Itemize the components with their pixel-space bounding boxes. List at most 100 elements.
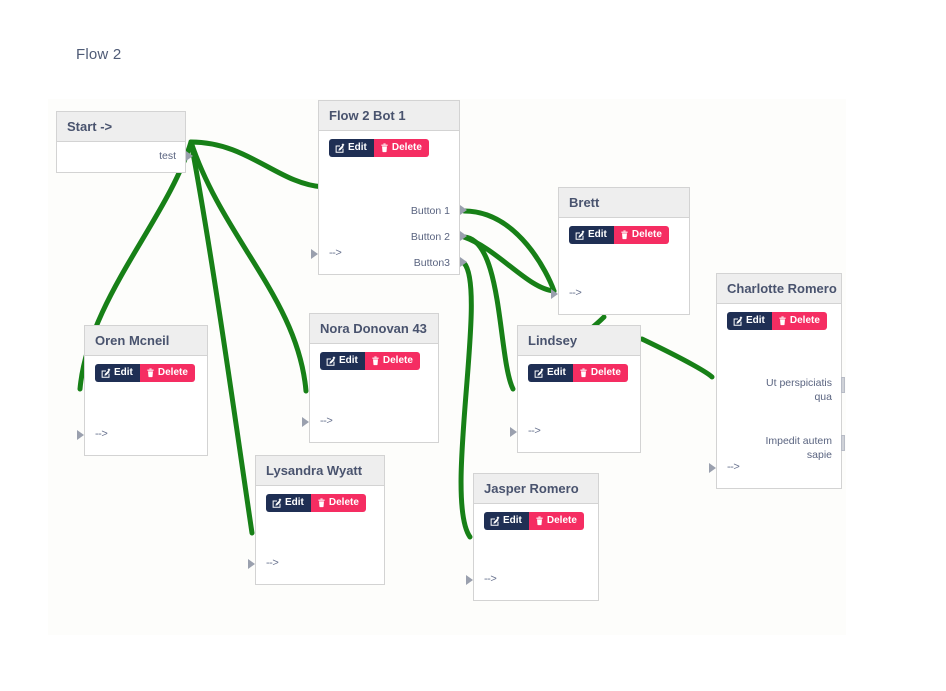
input-port-oren-mcneil-0[interactable]: --> — [95, 428, 108, 440]
node-actions-flow-2-bot-1: Edit Delete — [329, 139, 429, 157]
edit-button-lindsey[interactable]: Edit — [528, 364, 573, 382]
connector-start-to-flow2bot1[interactable] — [188, 139, 326, 190]
edit-button-label: Edit — [114, 367, 133, 378]
node-actions-jasper-romero: Edit Delete — [484, 512, 584, 530]
edit-button-label: Edit — [503, 515, 522, 526]
input-port-lindsey-0[interactable]: --> — [528, 425, 541, 437]
edit-button-oren-mcneil[interactable]: Edit — [95, 364, 140, 382]
input-port-brett-0[interactable]: --> — [569, 287, 582, 299]
output-port-flow-2-bot-1-0[interactable]: Button 1 — [410, 205, 450, 217]
output-port-nub-flow-2-bot-1-0[interactable] — [460, 205, 467, 215]
output-port-flow-2-bot-1-1[interactable]: Button 2 — [410, 231, 450, 243]
page-title: Flow 2 — [76, 46, 122, 63]
delete-button-flow-2-bot-1[interactable]: Delete — [373, 139, 429, 157]
input-port-jasper-romero-0[interactable]: --> — [484, 573, 497, 585]
pencil-square-icon — [326, 356, 336, 366]
edit-button-label: Edit — [746, 315, 765, 326]
edit-button-label: Edit — [339, 355, 358, 366]
node-body-start: test — [57, 142, 193, 172]
pencil-square-icon — [101, 368, 111, 378]
connector-button2-to-brett[interactable] — [461, 234, 557, 294]
input-port-charlotte-romero-0[interactable]: --> — [727, 461, 740, 473]
pencil-square-icon — [575, 230, 585, 240]
connector-lindsey-to-charlotte[interactable] — [639, 336, 715, 380]
node-body-lysandra-wyatt: Edit Delete --> — [248, 486, 384, 584]
output-port-nub-flow-2-bot-1-2[interactable] — [460, 257, 467, 267]
delete-button-brett[interactable]: Delete — [613, 226, 669, 244]
trash-icon — [580, 368, 587, 378]
input-port-lysandra-wyatt-0[interactable]: --> — [266, 557, 279, 569]
node-actions-nora-donovan-43: Edit Delete — [320, 352, 420, 370]
output-port-charlotte-romero-1[interactable]: Impedit autem sapie — [765, 435, 832, 461]
edit-button-label: Edit — [348, 142, 367, 153]
output-port-nub-flow-2-bot-1-1[interactable] — [460, 231, 467, 241]
delete-button-label: Delete — [546, 515, 577, 526]
connector-button2-to-lindsey[interactable] — [461, 234, 516, 392]
delete-button-oren-mcneil[interactable]: Delete — [139, 364, 195, 382]
input-port-nub-oren-mcneil-0[interactable] — [77, 430, 84, 440]
trash-icon — [318, 498, 325, 508]
input-port-flow-2-bot-1-0[interactable]: --> — [329, 247, 342, 259]
input-port-nub-lindsey-0[interactable] — [510, 427, 517, 437]
output-port-start-0[interactable]: test — [159, 150, 176, 162]
delete-button-jasper-romero[interactable]: Delete — [528, 512, 584, 530]
output-port-flow-2-bot-1-2[interactable]: Button3 — [413, 257, 450, 269]
input-port-nub-flow-2-bot-1-0[interactable] — [311, 249, 318, 259]
flow-header-panel: Flow 2 — [48, 29, 846, 98]
node-actions-lysandra-wyatt: Edit Delete — [266, 494, 366, 512]
pencil-square-icon — [272, 498, 282, 508]
input-port-nora-donovan-43-0[interactable]: --> — [320, 415, 333, 427]
input-port-nub-lysandra-wyatt-0[interactable] — [248, 559, 255, 569]
delete-button-label: Delete — [328, 497, 359, 508]
delete-button-label: Delete — [631, 229, 662, 240]
output-port-charlotte-romero-0[interactable]: Ut perspiciatis qua — [766, 377, 832, 403]
edit-button-flow-2-bot-1[interactable]: Edit — [329, 139, 374, 157]
node-title-lysandra-wyatt: Lysandra Wyatt — [256, 456, 384, 486]
node-body-oren-mcneil: Edit Delete --> — [77, 356, 207, 455]
connector-button3-to-jasper[interactable] — [458, 260, 474, 540]
pencil-square-icon — [490, 516, 500, 526]
edit-button-label: Edit — [285, 497, 304, 508]
output-port-nub-start-0[interactable] — [186, 151, 193, 161]
node-actions-oren-mcneil: Edit Delete — [95, 364, 195, 382]
output-port-nub-charlotte-romero-0[interactable] — [841, 377, 845, 393]
node-start[interactable]: Start ->test — [56, 111, 193, 173]
output-port-nub-charlotte-romero-1[interactable] — [841, 435, 845, 451]
node-body-lindsey: Edit Delete --> — [510, 356, 640, 452]
pencil-square-icon — [534, 368, 544, 378]
edit-button-jasper-romero[interactable]: Edit — [484, 512, 529, 530]
delete-button-charlotte-romero[interactable]: Delete — [771, 312, 827, 330]
delete-button-lysandra-wyatt[interactable]: Delete — [310, 494, 366, 512]
node-actions-charlotte-romero: Edit Delete — [727, 312, 827, 330]
delete-button-label: Delete — [391, 142, 422, 153]
delete-button-lindsey[interactable]: Delete — [572, 364, 628, 382]
trash-icon — [372, 356, 379, 366]
node-body-nora-donovan-43: Edit Delete --> — [302, 344, 438, 442]
edit-button-lysandra-wyatt[interactable]: Edit — [266, 494, 311, 512]
input-port-nub-charlotte-romero-0[interactable] — [709, 463, 716, 473]
pencil-square-icon — [335, 143, 345, 153]
edit-button-charlotte-romero[interactable]: Edit — [727, 312, 772, 330]
input-port-nub-brett-0[interactable] — [551, 289, 558, 299]
edit-button-nora-donovan-43[interactable]: Edit — [320, 352, 365, 370]
delete-button-label: Delete — [157, 367, 188, 378]
delete-button-nora-donovan-43[interactable]: Delete — [364, 352, 420, 370]
edit-button-brett[interactable]: Edit — [569, 226, 614, 244]
input-port-nub-nora-donovan-43-0[interactable] — [302, 417, 309, 427]
edit-button-label: Edit — [547, 367, 566, 378]
connector-start-to-nora[interactable] — [188, 139, 309, 394]
trash-icon — [147, 368, 154, 378]
input-port-nub-jasper-romero-0[interactable] — [466, 575, 473, 585]
connector-button1-to-brett[interactable] — [461, 208, 557, 294]
